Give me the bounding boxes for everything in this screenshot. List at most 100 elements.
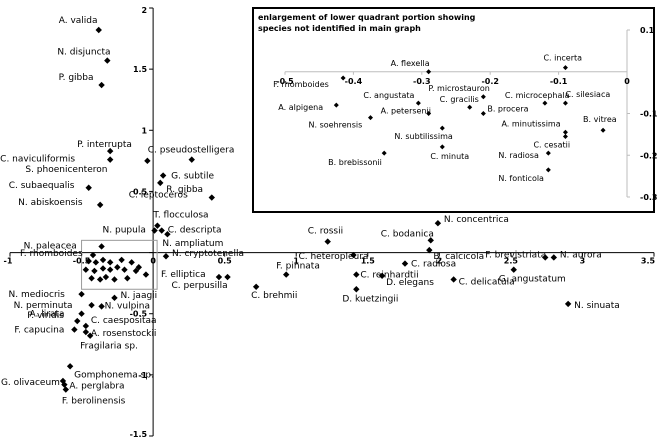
x-tick-label: -1 — [4, 257, 13, 266]
point-label: D. elegans — [386, 278, 434, 288]
inset-point-label: B. brebissonii — [328, 158, 382, 167]
point-label: G. angustatum — [499, 275, 566, 285]
data-point — [88, 301, 95, 309]
inset-data-point — [340, 75, 346, 81]
data-point — [96, 201, 104, 209]
data-point — [61, 381, 68, 388]
point-label: Fragilaria sp. — [80, 342, 138, 352]
y-tick-label: -1.5 — [130, 430, 148, 439]
inset-point-label: A. alpigena — [278, 103, 323, 112]
cluster-point — [91, 267, 98, 275]
inset-frame — [252, 7, 655, 213]
zoom-region-rect — [81, 239, 158, 290]
inset-y-tick-label: 0.1 — [640, 26, 655, 35]
point-label: N. concentrica — [444, 215, 509, 225]
inset-point-label: B. procera — [487, 105, 528, 114]
cluster-point — [121, 266, 128, 273]
data-point — [85, 184, 92, 191]
point-label: S. phoenicenteron — [25, 165, 107, 175]
inset-x-tick-label: -0.2 — [481, 77, 499, 86]
point-label: N. mediocris — [9, 290, 66, 300]
point-label: N. pupula — [103, 226, 146, 236]
point-label: P. viridis — [27, 311, 64, 321]
data-point — [98, 303, 105, 310]
data-point — [283, 271, 290, 278]
data-point — [378, 272, 386, 280]
point-label: C. pseudostelligera — [148, 146, 235, 156]
main-data-points — [59, 26, 572, 393]
data-point — [66, 363, 74, 370]
point-label: C. brehmii — [251, 291, 297, 301]
data-point — [252, 283, 260, 291]
y-tick-label: -0.5 — [130, 310, 148, 319]
y-tick-label: 1.5 — [133, 65, 148, 74]
cluster-point — [132, 267, 140, 275]
inset-x-tick-label: -0.1 — [550, 77, 568, 86]
data-point — [82, 328, 90, 336]
y-tick-label: -1 — [138, 371, 147, 380]
point-label: N. jaagii — [120, 291, 157, 301]
inset-point-label: C. silesiaca — [565, 90, 610, 99]
point-label: C. subaequalis — [9, 181, 75, 191]
point-label: C. heteropleura — [298, 252, 368, 262]
point-label: C. delicatula — [459, 277, 515, 287]
point-label: C. naviculiformis — [0, 155, 75, 165]
data-point — [98, 81, 105, 89]
inset-point-label: C. cesatii — [533, 140, 570, 149]
data-point — [353, 271, 360, 278]
point-label: D. kuetzingii — [342, 294, 398, 304]
data-point — [434, 220, 442, 227]
inset-data-point — [381, 150, 387, 156]
point-label: C. descripta — [168, 226, 222, 236]
cluster-point — [85, 257, 92, 265]
data-point — [104, 57, 111, 64]
x-tick-label: 0.5 — [218, 257, 233, 266]
inset-data-point — [545, 167, 551, 173]
inset-data-point — [415, 100, 421, 106]
point-label: N. abiskoensis — [18, 198, 83, 208]
inset-point-label: C. gracilis — [440, 95, 479, 104]
inset-point-label: C. angustata — [363, 91, 414, 100]
inset-data-point — [426, 111, 432, 116]
point-label: N. sinuata — [574, 301, 620, 311]
cluster-point — [99, 256, 107, 264]
point-label: N. perminuta — [14, 301, 73, 311]
inset-x-tick-label: 0 — [624, 77, 630, 86]
data-point — [151, 227, 158, 234]
cluster-point — [96, 276, 104, 283]
point-label: Gomphonema sp. — [74, 370, 154, 380]
inset-x-tick-label: -0.5 — [276, 77, 294, 86]
point-label: N. paleacea — [24, 241, 77, 251]
inset-data-point — [480, 111, 486, 116]
point-label: B. calcicola — [433, 252, 484, 262]
cluster-point — [88, 275, 95, 282]
data-point — [154, 222, 161, 229]
point-label: A. rosenstockii — [91, 329, 157, 339]
y-tick-label: 0.5 — [133, 187, 148, 196]
point-label: N. cryptotenella — [172, 249, 244, 259]
inset-data-point — [545, 150, 551, 156]
cluster-point — [106, 259, 114, 266]
point-label: N. vulpina — [105, 301, 150, 311]
point-label: A. valida — [59, 16, 98, 26]
data-point — [106, 147, 114, 155]
inset-point-label: C. microcephala — [505, 91, 570, 100]
cluster-point — [102, 273, 110, 281]
point-label: F. capucina — [14, 326, 64, 336]
inset-data-point — [368, 115, 373, 121]
point-label: C. radiosa — [411, 260, 456, 270]
inset-point-label: A. petersenii — [381, 107, 431, 116]
point-label: F. berolinensis — [62, 397, 126, 407]
point-label: C. perpusilla — [172, 281, 228, 291]
point-label: C. reinhardtii — [360, 271, 418, 281]
inset-point-label: A. flexella — [391, 59, 430, 68]
point-label: C. caespositaa — [91, 316, 157, 326]
data-point — [510, 266, 517, 273]
point-label: F. rhomboides — [20, 249, 83, 259]
inset-point-label: N. soehrensis — [309, 121, 363, 130]
cluster-point — [114, 264, 121, 271]
inset-point-label: A. minutissima — [501, 119, 560, 128]
point-label: R. gibba — [166, 185, 203, 195]
inset-title-line: enlargement of lower quadrant portion sh… — [258, 13, 476, 22]
